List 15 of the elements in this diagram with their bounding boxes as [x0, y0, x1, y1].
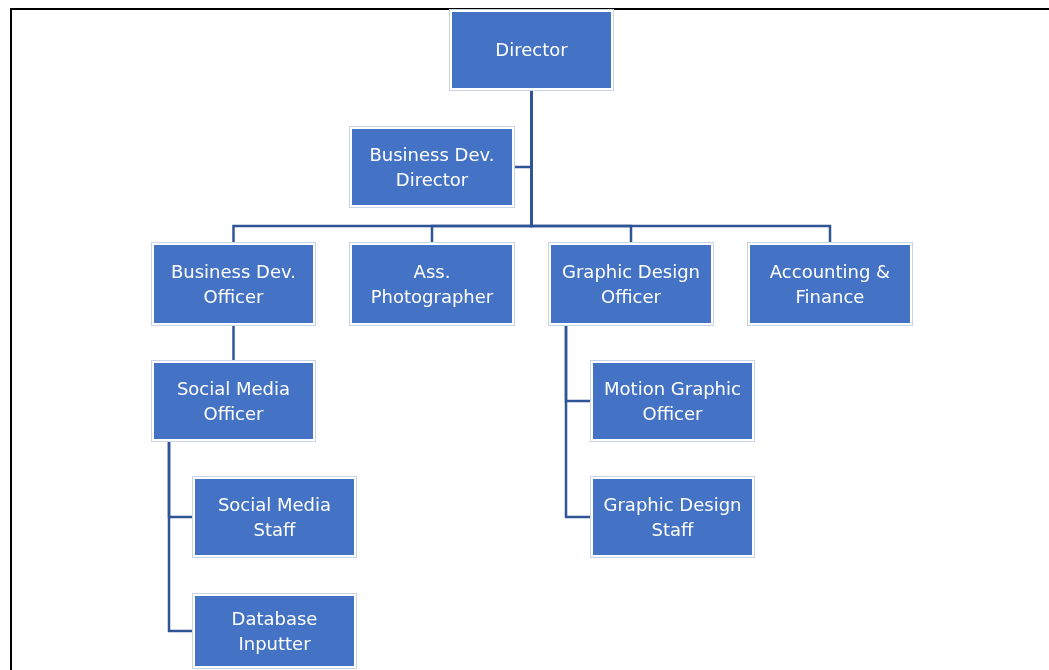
role-box: Motion Graphic Officer — [591, 361, 754, 441]
role-box: Accounting & Finance — [748, 243, 912, 325]
role-box: Business Dev. Officer — [152, 243, 315, 325]
connector-line — [167, 441, 193, 633]
role-box: Business Dev. Director — [350, 127, 514, 207]
role-box: Graphic Design Officer — [549, 243, 713, 325]
role-box: Graphic Design Staff — [591, 477, 754, 557]
role-box: Database Inputter — [193, 594, 356, 668]
connector-line — [564, 325, 591, 519]
role-box: Ass. Photographer — [350, 243, 514, 325]
connector-line — [530, 90, 832, 243]
connector-line — [232, 325, 235, 361]
role-box: Social Media Staff — [193, 477, 356, 557]
role-box: Director — [450, 10, 613, 90]
role-box: Social Media Officer — [152, 361, 315, 441]
